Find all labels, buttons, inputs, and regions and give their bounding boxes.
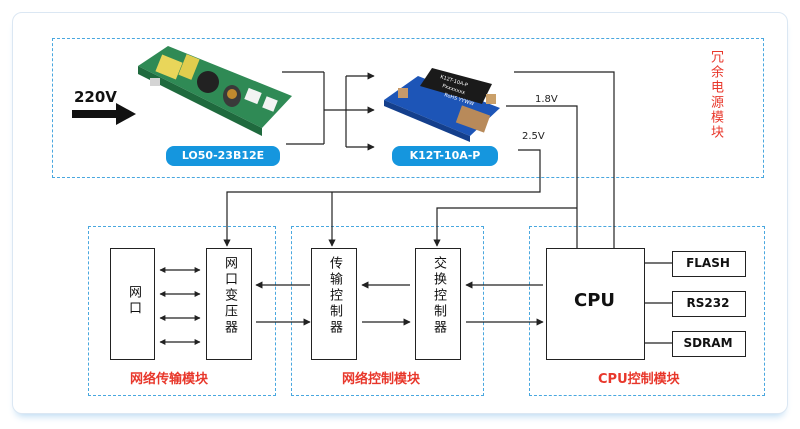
net-transformer-block [206,248,252,360]
cpu-control-module-label: CPU控制模块 [598,372,680,387]
converter-image [384,68,500,142]
net-transfer-module-label: 网络传输模块 [130,372,209,387]
rs232-block [672,291,746,317]
data-flow-arrows [255,262,672,344]
power-module-label: 冗余电源模块 [708,50,723,140]
cpu-control-module-box [529,226,765,396]
net-port-text: 网口 [126,285,141,317]
power-module-box [52,38,764,178]
flash-text: FLASH [686,256,730,270]
switch-controller-block [415,248,461,360]
transfer-controller-block [311,248,357,360]
voltage-2-5v-label: 2.5V [522,131,545,142]
psu-board-image [138,46,292,136]
power-output-lines [223,71,615,248]
port-transformer-arrows [159,267,201,345]
input-arrow [72,103,136,125]
sdram-block [672,331,746,357]
net-control-module-label: 网络控制模块 [342,372,421,387]
converter-part-label: K12T-10A-P [392,146,498,166]
net-transformer-text: 网口变压器 [222,256,237,336]
voltage-1-8v-label: 1.8V [535,94,558,105]
sdram-text: SDRAM [683,336,733,350]
cpu-text: CPU [573,290,616,311]
psu-to-converter-lines [282,71,375,151]
net-control-module-box [291,226,484,396]
switch-controller-text: 交换控制器 [431,256,446,336]
rs232-text: RS232 [686,296,730,310]
input-voltage-label: 220V [74,88,117,106]
transfer-controller-text: 传输控制器 [327,256,342,336]
net-port-block [110,248,155,360]
psu-part-label: LO50-23B12E [166,146,280,166]
flash-block [672,251,746,277]
cpu-block [546,248,645,360]
net-transfer-module-box [88,226,276,396]
